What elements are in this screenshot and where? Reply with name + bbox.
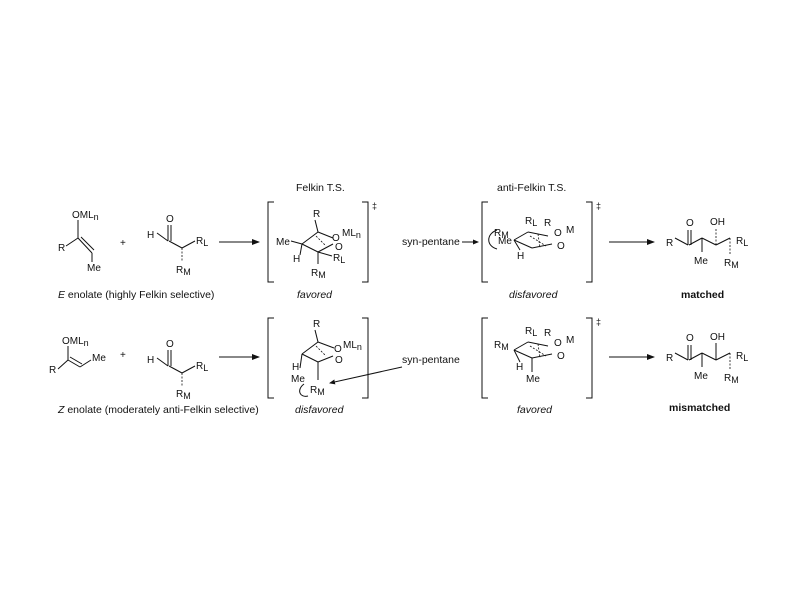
- me-label: Me: [87, 263, 101, 274]
- dagger-symbol-3: ‡: [596, 317, 601, 327]
- ts2-o2-label: O: [557, 241, 565, 252]
- r-label: R: [58, 243, 65, 254]
- ts3-me-label: Me: [291, 374, 305, 385]
- product2-o-label: O: [686, 333, 694, 344]
- syn-pentane-label-2: syn-pentane: [402, 354, 460, 366]
- aldehyde-structure: O H RL RM: [147, 214, 208, 277]
- ts3-o2-label: O: [335, 355, 343, 366]
- ts4-rm-label: RM: [494, 340, 509, 352]
- product-rl-label: RL: [736, 236, 748, 248]
- matched-product-structure: O OH R RL Me RM: [666, 217, 748, 270]
- ts4-o2-label: O: [557, 351, 565, 362]
- ts2-r-label: R: [544, 218, 551, 229]
- mismatched-label: mismatched: [669, 402, 730, 414]
- product2-oh-label: OH: [710, 332, 725, 343]
- ts2-m-label: M: [566, 225, 574, 236]
- ts3-r-label: R: [313, 319, 320, 330]
- anti-felkin-ts-title: anti-Felkin T.S.: [497, 182, 566, 194]
- ts2-o-label: O: [554, 228, 562, 239]
- ts1-o2-label: O: [335, 242, 343, 253]
- z-oml-label: OMLn: [62, 336, 89, 348]
- mismatched-product-structure: O OH R RL Me RM: [666, 332, 748, 385]
- row2: OMLn R Me + O H RL RM: [49, 317, 748, 416]
- felkin-ts-structure: R Me O MLn H O RL RM: [276, 209, 361, 280]
- product2-me-label: Me: [694, 371, 708, 382]
- ts3-disfavored-label: disfavored: [295, 404, 345, 416]
- ts4-m-label: M: [566, 335, 574, 346]
- ts4-rl-label: RL: [525, 326, 537, 338]
- syn-pentane-arrow-2: [329, 366, 403, 385]
- anti-felkin-ts-bracket: ‡: [481, 201, 601, 283]
- ts1-h-label: H: [293, 254, 300, 265]
- ts3-rm-label: RM: [310, 385, 325, 397]
- ts3-ml-label: MLn: [343, 340, 362, 352]
- ts2-me-label: Me: [498, 236, 512, 247]
- ts1-rl-label: RL: [333, 253, 345, 265]
- ts1-o-label: O: [332, 233, 340, 244]
- aldehyde2-rm-label: RM: [176, 389, 191, 401]
- ts3-h-label: H: [292, 362, 299, 373]
- ts1-rm-label: RM: [311, 268, 326, 280]
- aldehyde-structure-2: O H RL RM: [147, 339, 208, 401]
- e-enolate-caption: E enolate (highly Felkin selective): [58, 289, 214, 301]
- ts2-h-label: H: [517, 251, 524, 262]
- aldehyde-o-label: O: [166, 214, 174, 225]
- z-enolate-structure: OMLn R Me: [49, 336, 106, 376]
- product-r-label: R: [666, 238, 673, 249]
- felkin-ts-bracket: ‡: [267, 201, 377, 283]
- felkin-ts-title: Felkin T.S.: [296, 182, 345, 194]
- product2-r-label: R: [666, 353, 673, 364]
- aldehyde2-rl-label: RL: [196, 361, 208, 373]
- z-enolate-caption: Z enolate (moderately anti-Felkin select…: [57, 404, 259, 416]
- product-oh-label: OH: [710, 217, 725, 228]
- ts2-disfavored-label: disfavored: [509, 289, 559, 301]
- e-enolate-structure: OMLn R Me: [58, 210, 101, 274]
- aldehyde2-o-label: O: [166, 339, 174, 350]
- plus-sign-2: +: [120, 350, 126, 361]
- plus-sign: +: [120, 238, 126, 249]
- felkin-ts-bracket-2: [267, 317, 369, 399]
- z-me-label: Me: [92, 353, 106, 364]
- ts4-favored-label: favored: [517, 404, 553, 416]
- aldehyde-rl-label: RL: [196, 236, 208, 248]
- aldehyde-h-label: H: [147, 230, 154, 241]
- row1: OMLn R Me + O H RL RM Felkin T.S. ‡: [58, 182, 748, 301]
- ts2-rm-label: RM: [494, 228, 509, 240]
- aldehyde-rm-label: RM: [176, 265, 191, 277]
- ts1-favored-label: favored: [297, 289, 333, 301]
- aldehyde2-h-label: H: [147, 355, 154, 366]
- product-me-label: Me: [694, 256, 708, 267]
- ts1-ml-label: MLn: [342, 228, 361, 240]
- ts1-me-label: Me: [276, 237, 290, 248]
- ts3-o-label: O: [334, 344, 342, 355]
- product-rm-label: RM: [724, 258, 739, 270]
- ts4-h-label: H: [516, 362, 523, 373]
- dagger-symbol: ‡: [372, 201, 377, 211]
- anti-felkin-ts-structure-2: RM RL R O M O H Me: [494, 326, 574, 385]
- product2-rm-label: RM: [724, 373, 739, 385]
- oml-label: OMLn: [72, 210, 99, 222]
- ts4-r-label: R: [544, 328, 551, 339]
- ts4-me-label: Me: [526, 374, 540, 385]
- dagger-symbol-2: ‡: [596, 201, 601, 211]
- anti-felkin-ts-structure: RM Me RL R O M O H: [488, 216, 574, 262]
- syn-pentane-label-1: syn-pentane: [402, 236, 460, 248]
- matched-label: matched: [681, 289, 724, 301]
- product2-rl-label: RL: [736, 351, 748, 363]
- ts2-rl-label: RL: [525, 216, 537, 228]
- ts4-o-label: O: [554, 338, 562, 349]
- z-r-label: R: [49, 365, 56, 376]
- product-o-label: O: [686, 218, 694, 229]
- ts1-r-label: R: [313, 209, 320, 220]
- anti-felkin-ts-bracket-2: ‡: [481, 317, 601, 399]
- felkin-ts-structure-2: R MLn O O H Me RM: [291, 319, 362, 397]
